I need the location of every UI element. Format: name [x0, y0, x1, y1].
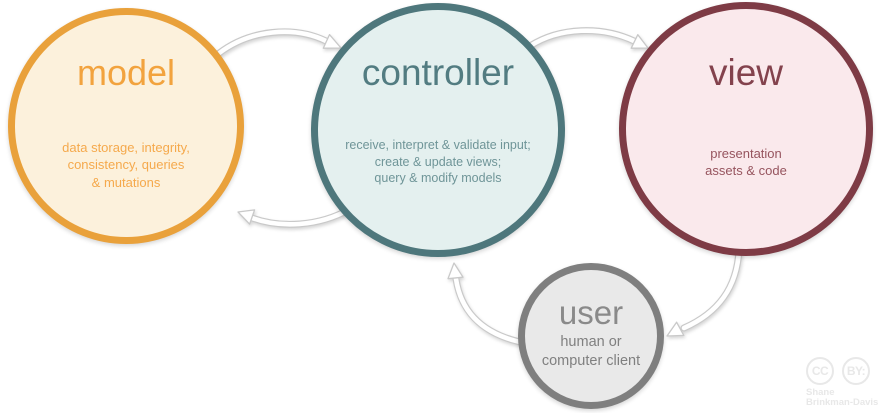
arrow-head — [237, 209, 256, 225]
node-model: model data storage, integrity, consisten… — [8, 8, 244, 244]
description-line: create & update views; — [374, 154, 502, 169]
node-view-description: presentation assets & code — [626, 145, 866, 180]
author-name: Shane Brinkman-Davis — [806, 387, 879, 409]
node-user: user human or computer client — [518, 263, 664, 409]
description-line: query & modify models — [374, 171, 502, 186]
arrow-model-to-controller — [214, 28, 342, 58]
node-view-title: view — [708, 52, 784, 93]
node-view: view presentation assets & code — [619, 2, 873, 256]
arrow-controller-to-model — [237, 205, 354, 228]
arrow-head — [322, 33, 342, 49]
arrow-head — [447, 262, 464, 280]
arrow-controller-to-view — [526, 27, 649, 50]
description-line: presentation — [710, 146, 782, 161]
arrow-view-to-user — [666, 246, 743, 337]
node-user-title: user — [558, 294, 624, 331]
node-user-description: human or computer client — [525, 333, 657, 370]
node-controller-description: receive, interpret & validate input; cre… — [318, 137, 558, 187]
arrow-head — [666, 321, 685, 337]
arrow-shaft — [681, 247, 742, 331]
arrow-user-to-controller — [447, 262, 524, 346]
arrow-shaft — [249, 206, 353, 227]
description-line: assets & code — [705, 163, 787, 179]
node-model-description: data storage, integrity, consistency, qu… — [15, 139, 237, 191]
cc-license-icon: CC — [806, 357, 834, 385]
author-name-line: Shane — [806, 387, 835, 398]
license-attribution: CC BY: Shane Brinkman-Davis — [806, 357, 878, 408]
description-line: computer client — [541, 352, 641, 369]
node-controller: controller receive, interpret & validate… — [311, 3, 565, 257]
description-line: receive, interpret & validate input; — [345, 138, 531, 152]
license-badges: CC BY: — [806, 357, 878, 385]
description-line: & mutations — [91, 174, 161, 190]
arrow-shaft — [215, 29, 329, 57]
description-line: consistency, queries — [67, 157, 185, 173]
arrow-head — [630, 34, 649, 49]
description-line: data storage, integrity, — [62, 140, 190, 155]
author-name-line: Brinkman-Davis — [806, 397, 879, 409]
arrow-shaft — [453, 276, 523, 345]
description-line: human or — [560, 334, 622, 350]
node-model-title: model — [76, 52, 176, 93]
by-license-icon: BY: — [842, 357, 870, 385]
node-controller-title: controller — [361, 52, 515, 93]
arrow-shaft — [527, 28, 637, 49]
